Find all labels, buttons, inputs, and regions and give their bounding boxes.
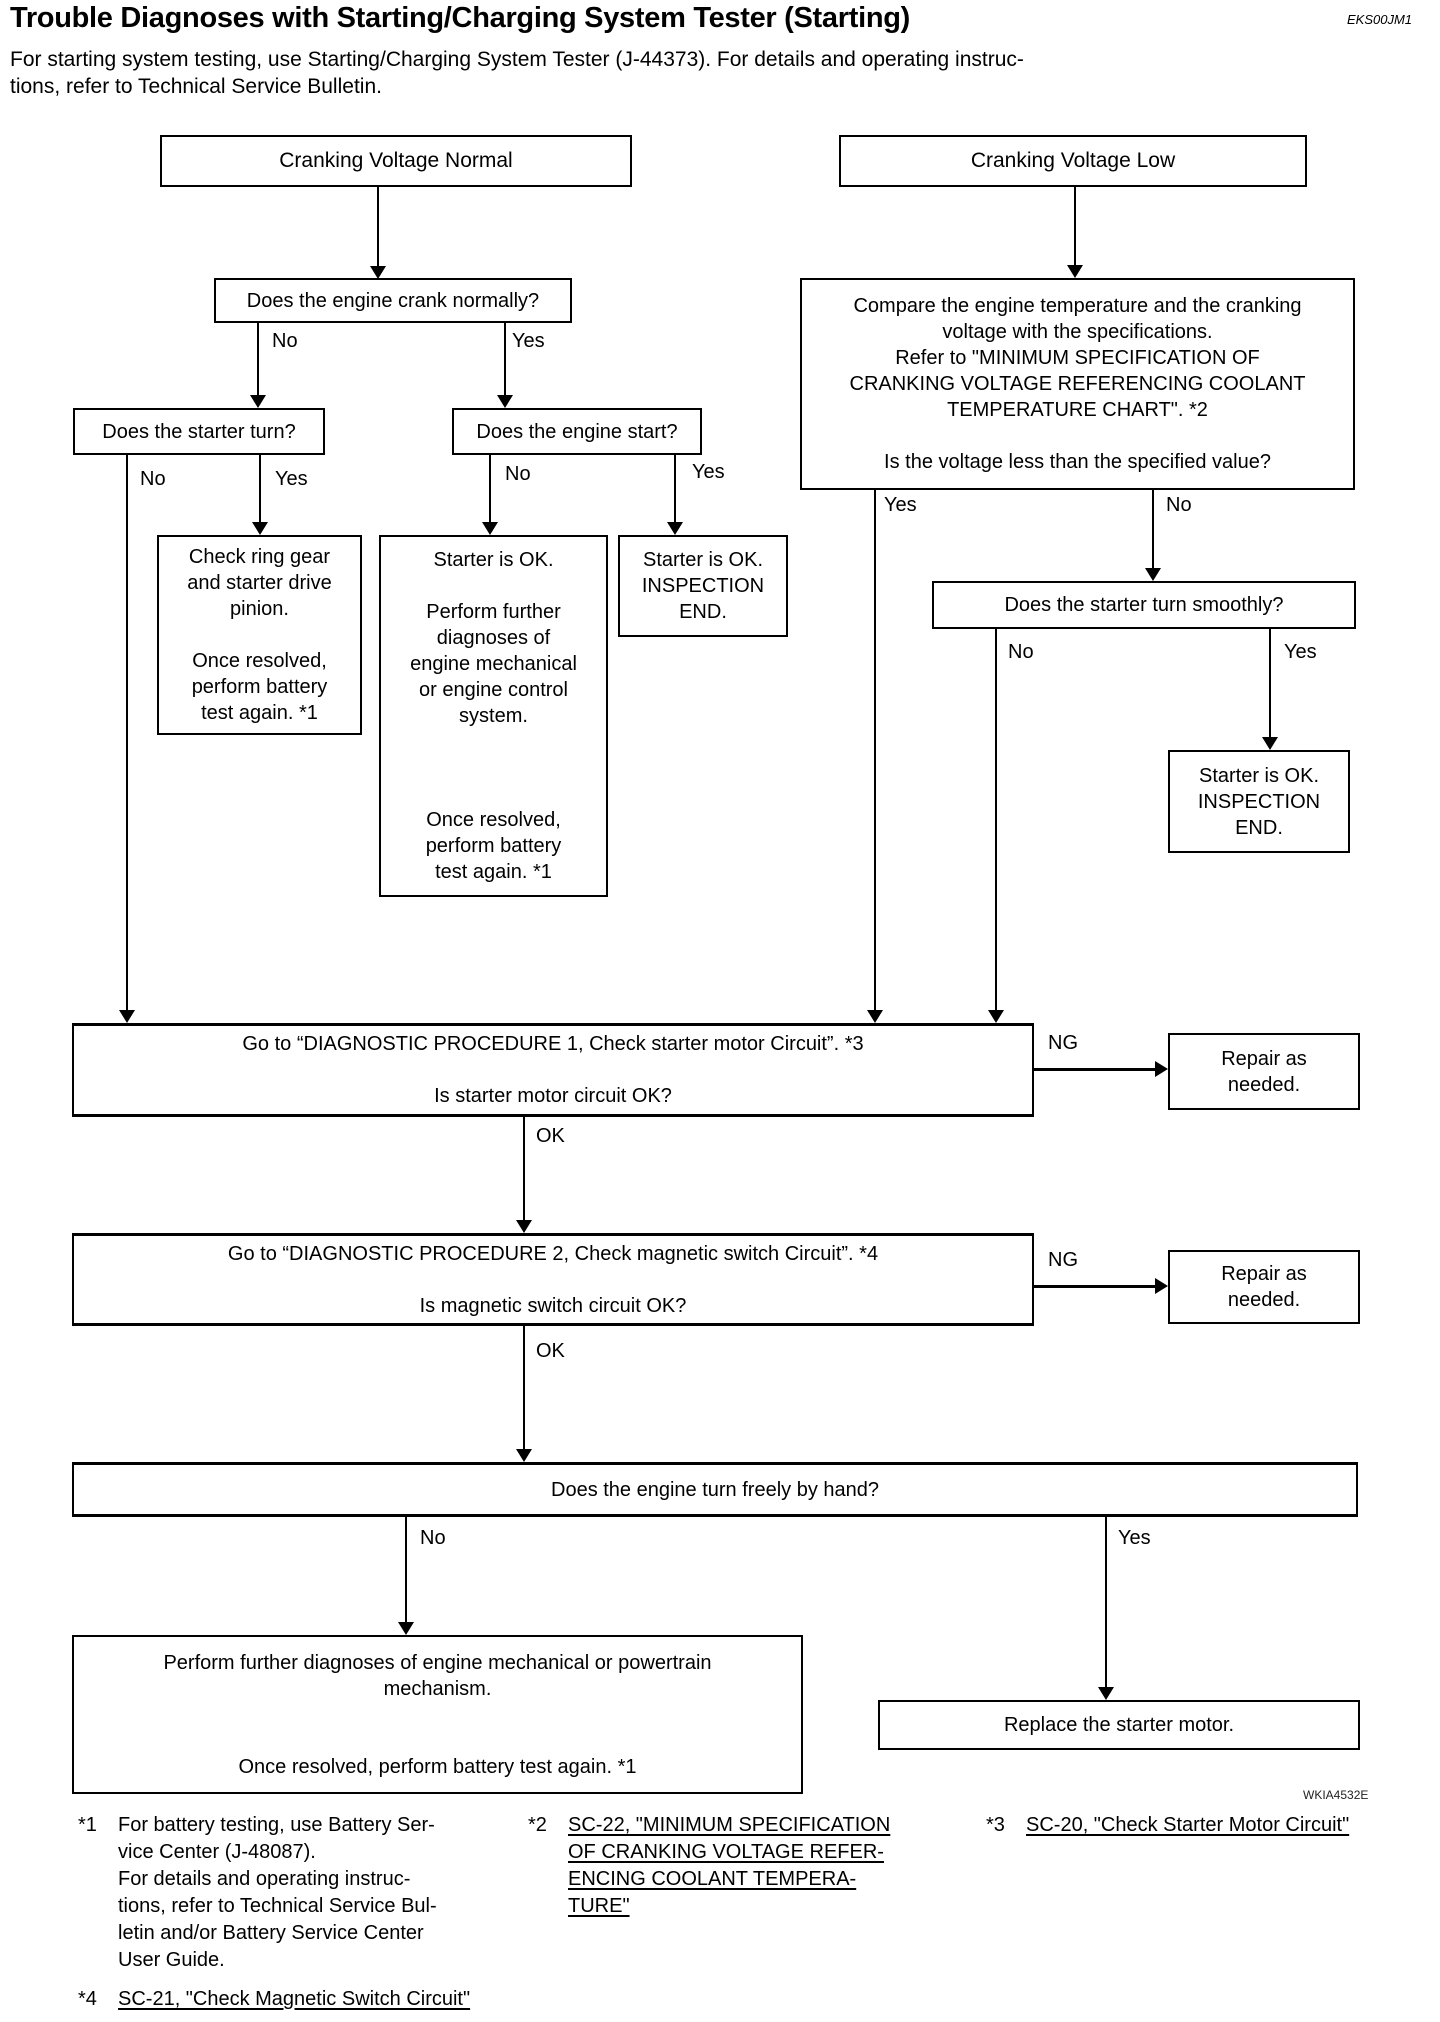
node-repair-as-needed-1: Repair as needed.	[1168, 1033, 1360, 1110]
node-diagnostic-procedure-2: Go to “DIAGNOSTIC PROCEDURE 2, Check mag…	[72, 1233, 1034, 1326]
node-diagnostic-procedure-1: Go to “DIAGNOSTIC PROCEDURE 1, Check sta…	[72, 1023, 1034, 1117]
arrowhead	[497, 395, 513, 408]
label-compare-no: No	[1166, 494, 1192, 516]
arrowhead	[1155, 1061, 1168, 1077]
label-engine-start-no: No	[505, 463, 531, 485]
connector-crank-yes	[504, 323, 506, 396]
page-title: Trouble Diagnoses with Starting/Charging…	[10, 2, 911, 34]
connector-starter-turn-no-long	[126, 455, 128, 1011]
connector-proc2-ng	[1034, 1285, 1156, 1288]
footnote-2-marker: *2	[528, 1814, 547, 1836]
connector-freely-yes	[1105, 1517, 1107, 1688]
footnote-2-link[interactable]: SC-22, "MINIMUM SPECIFICATION OF CRANKIN…	[568, 1814, 891, 1917]
node-check-ring-gear: Check ring gear and starter drive pinion…	[157, 535, 362, 735]
label-proc2-ng: NG	[1048, 1249, 1078, 1271]
connector-smoothly-yes	[1269, 629, 1271, 738]
label-crank-yes: Yes	[512, 330, 545, 352]
connector-compare-no	[1152, 490, 1154, 569]
footnote-4-link[interactable]: SC-21, "Check Magnetic Switch Circuit"	[118, 1988, 471, 2010]
connector-proc1-ng	[1034, 1068, 1156, 1071]
label-smoothly-yes: Yes	[1284, 641, 1317, 663]
node-engine-start: Does the engine start?	[452, 408, 702, 455]
arrowhead	[516, 1449, 532, 1462]
connector-starter-turn-yes	[259, 455, 261, 523]
node-compare-voltage-spec: Compare the engine temperature and the c…	[800, 278, 1355, 490]
node-repair-as-needed-2: Repair as needed.	[1168, 1250, 1360, 1324]
connector-engine-start-no	[489, 455, 491, 523]
arrowhead	[1067, 265, 1083, 278]
arrowhead	[988, 1010, 1004, 1023]
label-crank-no: No	[272, 330, 298, 352]
arrowhead	[516, 1220, 532, 1233]
connector-proc1-ok	[523, 1117, 525, 1221]
node-cranking-voltage-normal: Cranking Voltage Normal	[160, 135, 632, 187]
arrowhead	[398, 1622, 414, 1635]
label-proc1-ng: NG	[1048, 1032, 1078, 1054]
arrowhead	[119, 1010, 135, 1023]
connector-compare-yes-long	[874, 490, 876, 1011]
arrowhead	[867, 1010, 883, 1023]
footnote-1-marker: *1	[78, 1814, 97, 1836]
connector-freely-no	[405, 1517, 407, 1623]
node-starter-turn: Does the starter turn?	[73, 408, 325, 455]
arrowhead	[667, 522, 683, 535]
arrowhead	[1155, 1278, 1168, 1294]
footnote-3-link[interactable]: SC-20, "Check Starter Motor Circuit"	[1026, 1814, 1350, 1836]
label-starter-turn-no: No	[140, 468, 166, 490]
footnote-4-marker: *4	[78, 1988, 97, 2010]
connector-proc2-ok	[523, 1326, 525, 1450]
label-engine-start-yes: Yes	[692, 461, 725, 483]
section-code: EKS00JM1	[1347, 12, 1413, 27]
node-starter-ok-inspection-end-right: Starter is OK. INSPECTION END.	[1168, 750, 1350, 853]
node-starter-ok-inspection-end-left: Starter is OK. INSPECTION END.	[618, 535, 788, 637]
node-starter-ok-further-diagnoses: Starter is OK. Perform further diagnoses…	[379, 535, 608, 897]
arrowhead	[1098, 1687, 1114, 1700]
connector-crank-no	[257, 323, 259, 396]
footnote-3-marker: *3	[986, 1814, 1005, 1836]
label-freely-yes: Yes	[1118, 1527, 1151, 1549]
node-further-diagnoses-powertrain: Perform further diagnoses of engine mech…	[72, 1635, 803, 1794]
arrowhead	[252, 522, 268, 535]
label-freely-no: No	[420, 1527, 446, 1549]
connector-normal-to-crank	[377, 187, 379, 267]
label-proc1-ok: OK	[536, 1125, 565, 1147]
label-smoothly-no: No	[1008, 641, 1034, 663]
node-cranking-voltage-low: Cranking Voltage Low	[839, 135, 1307, 187]
arrowhead	[482, 522, 498, 535]
connector-engine-start-yes	[674, 455, 676, 523]
arrowhead	[1145, 568, 1161, 581]
footnote-1-text: For battery testing, use Battery Ser- vi…	[118, 1814, 437, 1971]
label-compare-yes: Yes	[884, 494, 917, 516]
connector-low-to-compare	[1074, 187, 1076, 266]
arrowhead	[1262, 737, 1278, 750]
figure-code: WKIA4532E	[1303, 1788, 1369, 1802]
label-starter-turn-yes: Yes	[275, 468, 308, 490]
arrowhead	[250, 395, 266, 408]
node-engine-turn-freely: Does the engine turn freely by hand?	[72, 1462, 1358, 1517]
arrowhead	[370, 266, 386, 279]
label-proc2-ok: OK	[536, 1340, 565, 1362]
node-starter-turn-smoothly: Does the starter turn smoothly?	[932, 581, 1356, 629]
connector-smoothly-no-long	[995, 629, 997, 1011]
intro-text: For starting system testing, use Startin…	[10, 48, 1024, 98]
node-engine-crank-normally: Does the engine crank normally?	[214, 278, 572, 323]
node-replace-starter-motor: Replace the starter motor.	[878, 1700, 1360, 1750]
